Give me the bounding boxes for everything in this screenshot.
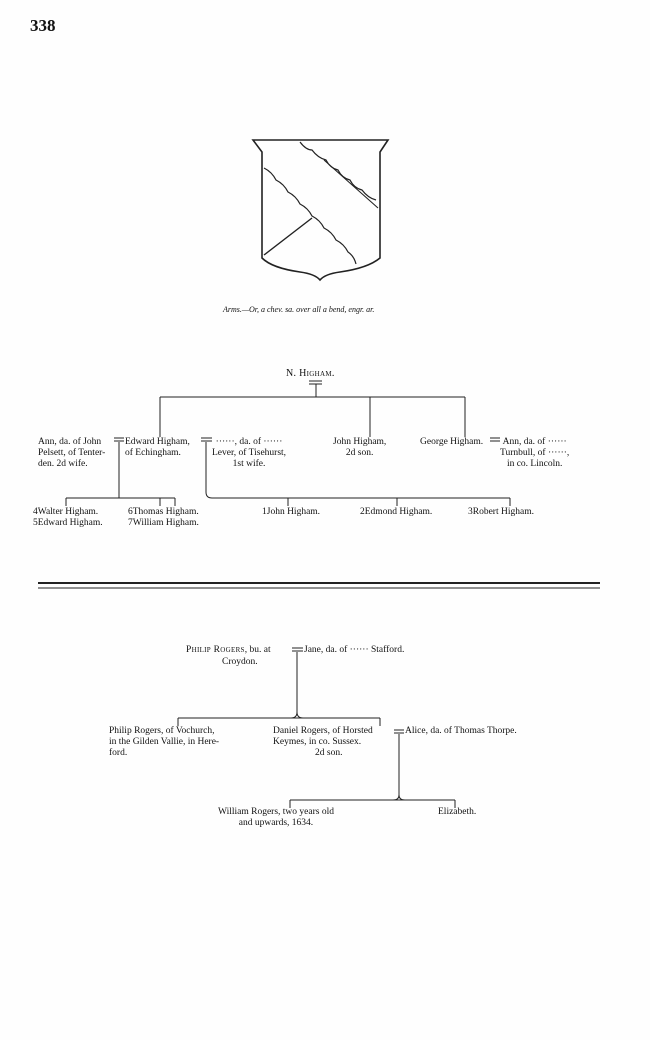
edward-higham: Edward Higham,of Echingham. [125,437,190,458]
edmond-higham: 2Edmond Higham. [360,507,433,517]
jane-stafford: Jane, da. of ······ Stafford. [304,645,405,655]
edward-higham-5: 5Edward Higham. [33,518,103,528]
page-number: 338 [30,16,56,35]
thomas-higham: 6Thomas Higham. [128,507,199,517]
alice-thorpe: Alice, da. of Thomas Thorpe. [405,726,517,736]
lever-wife: ······, da. of ······Lever, of Tisehurst… [212,437,287,469]
ann-turnbull: Ann, da. of ······Turnbull, of ······,in… [500,437,570,469]
philip-rogers-head: Philip Rogers, bu. at [186,645,271,655]
william-higham: 7William Higham. [128,518,199,528]
george-higham: George Higham. [420,437,484,447]
rogers-pedigree-lines [177,647,456,808]
coat-of-arms-shield-icon [251,139,390,282]
walter-higham: 4Walter Higham. [33,507,99,517]
john-higham-1: 1John Higham. [262,507,321,517]
philip-rogers-vochurch: Philip Rogers, of Vochurch,in the Gilden… [109,726,220,758]
n-higham-head: N. Higham. [286,368,335,379]
arms-caption: Arms.—Or, a chev. sa. over all a bend, e… [223,305,375,314]
croydon: Croydon. [222,657,258,667]
section-divider [38,582,600,589]
john-higham: John Higham,2d son. [333,437,387,458]
elizabeth: Elizabeth. [438,807,477,817]
robert-higham: 3Robert Higham. [468,507,534,517]
higham-pedigree-lines [65,380,511,506]
